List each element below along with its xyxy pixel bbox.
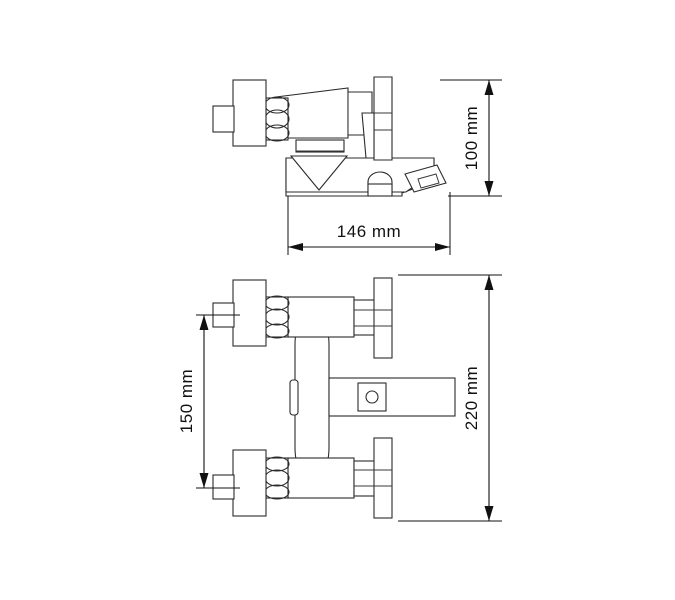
spindle-side-tab <box>289 379 299 416</box>
lever-handle <box>373 76 393 161</box>
inlet-nipple <box>212 105 235 133</box>
lever-handle-neck <box>361 112 375 159</box>
inlet-nipple-bottom <box>212 474 235 500</box>
valve-body-bottom <box>287 457 355 499</box>
spout-arm <box>328 377 456 417</box>
shower-outlet-knob-base <box>367 183 393 197</box>
diverter-button <box>365 390 379 404</box>
aerator-face <box>357 382 387 412</box>
wall-flange-top <box>232 279 267 347</box>
dimension-height-220: 220 mm <box>398 274 502 522</box>
bellows-coupling-bottom <box>264 456 290 500</box>
bellows-envelope <box>265 97 289 141</box>
diverter-collar <box>295 139 345 153</box>
dim-220-arrow-top <box>484 275 494 290</box>
dim-100-arrow-top <box>484 80 494 95</box>
dim-150-arrow-bottom <box>199 473 209 488</box>
dim-220-label: 220 mm <box>462 366 481 430</box>
central-spindle-body <box>294 313 330 479</box>
dim-100-arrow-bottom <box>484 181 494 196</box>
front-view-group <box>212 277 456 519</box>
dim-220-arrow-bottom <box>484 506 494 521</box>
top-valve-assembly <box>212 277 393 359</box>
diverter-cone <box>289 155 349 191</box>
dim-146-arrow-left <box>288 243 303 251</box>
bellows-envelope-bottom <box>265 457 289 499</box>
dimension-height-100: 100 mm <box>440 79 502 197</box>
valve-body-top <box>287 296 355 338</box>
bellows-coupling-top <box>264 295 290 339</box>
bellows-envelope-top <box>265 296 289 338</box>
dim-100-label: 100 mm <box>462 106 481 170</box>
wall-flange-bottom <box>232 449 267 517</box>
bottom-valve-assembly <box>212 437 393 519</box>
aerator-outlet <box>404 164 447 193</box>
bellows-coupling <box>264 96 290 142</box>
cross-handle-bottom <box>373 437 393 519</box>
dim-150-arrow-top <box>199 315 209 330</box>
dim-146-label: 146 mm <box>337 222 401 241</box>
side-view-group <box>212 76 447 197</box>
cross-handle-top <box>373 277 393 359</box>
aerator-face-detail <box>417 173 440 189</box>
wall-flange-left <box>232 79 267 147</box>
dim-150-label: 150 mm <box>177 369 196 433</box>
dim-146-arrow-right <box>435 243 450 251</box>
dimension-width-146: 146 mm <box>287 192 451 255</box>
dimension-spacing-150: 150 mm <box>177 314 240 489</box>
